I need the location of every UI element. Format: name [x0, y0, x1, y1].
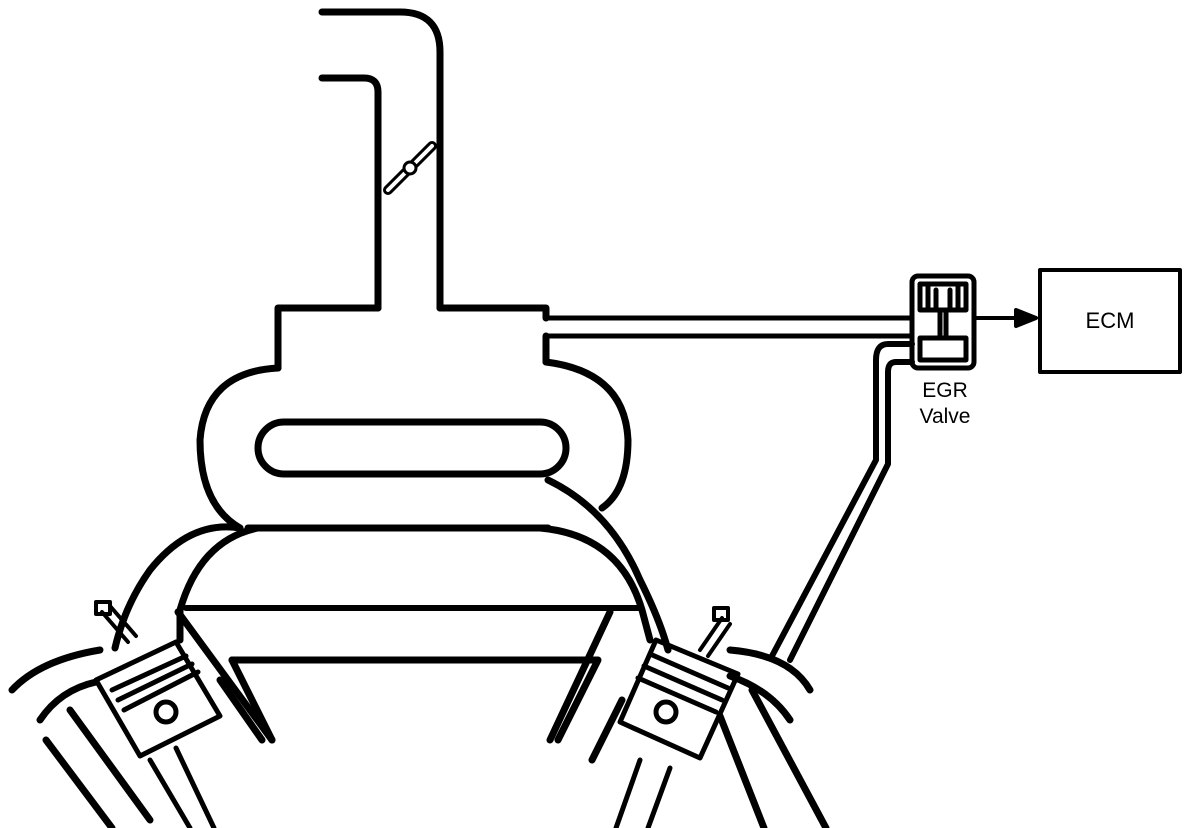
intake-runners — [111, 476, 672, 654]
manifold-inner-loop — [254, 418, 570, 478]
vacuum-line — [543, 315, 915, 339]
egr-valve-label: EGR Valve — [900, 378, 990, 430]
egr-valve-icon — [909, 273, 977, 371]
left-cylinder — [8, 646, 266, 828]
intake-plenum — [196, 304, 632, 532]
ecm-box — [1038, 268, 1182, 374]
engine-valley — [174, 608, 614, 744]
egr-label-line2: Valve — [919, 405, 971, 428]
signal-arrow — [972, 308, 1038, 328]
left-spark-plug-icon — [94, 600, 138, 644]
egr-exhaust-pipe — [769, 341, 915, 663]
intake-duct — [318, 8, 444, 312]
right-spark-plug-icon — [698, 606, 732, 658]
left-piston-icon — [93, 639, 223, 828]
ecm-label: ECM — [1085, 308, 1135, 333]
egr-label-line1: EGR — [922, 379, 968, 402]
throttle-valve-icon — [383, 141, 437, 195]
right-piston-icon — [613, 637, 741, 828]
